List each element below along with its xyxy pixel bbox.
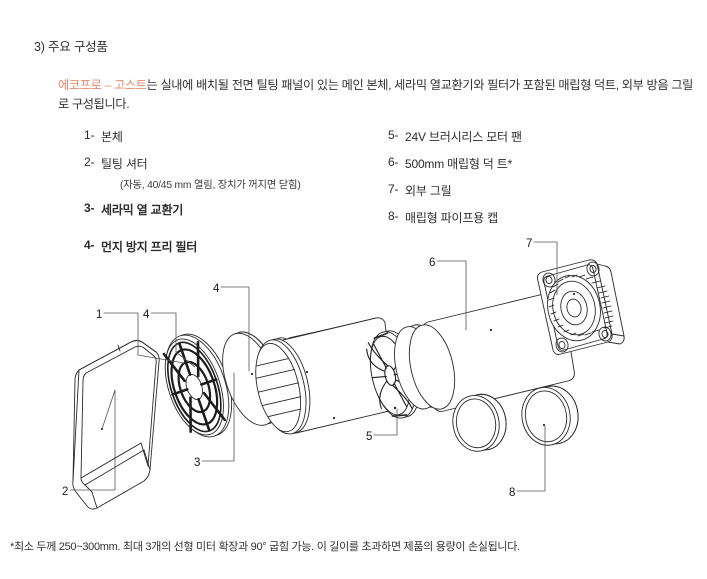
list-item: 1- 본체 xyxy=(84,128,374,145)
callout-2: 2 xyxy=(62,486,68,498)
part-label: 본체 xyxy=(101,130,123,144)
leader-6 xyxy=(436,260,467,331)
part-label: 틸팅 셔터 xyxy=(101,157,148,171)
callout-4-rear: 4 xyxy=(213,283,220,295)
callout-3: 3 xyxy=(194,457,200,469)
pipe-cap xyxy=(452,385,579,452)
external-grille xyxy=(537,259,625,355)
part-label: 외부 그릴 xyxy=(405,184,452,198)
part-number: 6- xyxy=(388,155,399,169)
front-grille xyxy=(162,333,233,438)
list-item: 2- 틸팅 셔터 xyxy=(84,155,374,172)
brand-name: 에코프로 – 고스트 xyxy=(58,78,147,93)
part-number: 8- xyxy=(388,209,399,223)
page-title: 3) 주요 구성품 xyxy=(34,40,108,54)
part-label: 세라믹 열 교환기 xyxy=(101,203,184,217)
callout-1: 1 xyxy=(96,309,102,321)
leader-3 xyxy=(201,372,235,462)
part-number: 4- xyxy=(84,238,95,252)
part-sub-note: (자동, 40/45 mm 열림, 장치가 꺼지면 닫힘) xyxy=(120,180,301,191)
intro-paragraph: 에코프로 – 고스트는 실내에 배치될 전면 틸팅 패널이 있는 메인 본체, … xyxy=(58,76,703,114)
part-label: 매립형 파이프용 캡 xyxy=(405,211,498,225)
list-item: 8- 매립형 파이프용 캡 xyxy=(388,209,678,226)
leader-5 xyxy=(373,408,398,436)
list-item: 4- 먼지 방지 프리 필터 xyxy=(84,238,374,255)
leader-8 xyxy=(516,425,546,492)
callout-leader-lines xyxy=(69,241,558,492)
list-item: 7- 외부 그릴 xyxy=(388,182,678,199)
callout-7: 7 xyxy=(526,238,532,250)
part-number: 2- xyxy=(84,155,95,169)
part-label: 24V 브러시리스 모터 팬 xyxy=(405,130,522,144)
part-number: 7- xyxy=(388,182,399,196)
list-item: 3- 세라믹 열 교환기 xyxy=(84,201,374,218)
part-label: 먼지 방지 프리 필터 xyxy=(101,240,198,254)
leader-2 xyxy=(69,389,116,491)
list-spacer xyxy=(84,191,374,201)
list-item: 5- 24V 브러시리스 모터 팬 xyxy=(388,128,678,145)
leader-1 xyxy=(103,312,185,364)
callout-6: 6 xyxy=(429,257,435,269)
parts-list-right: 5- 24V 브러시리스 모터 팬 6- 500mm 매립형 덕 트* 7- 외… xyxy=(388,128,678,236)
part-number: 3- xyxy=(84,201,95,215)
part-number: 1- xyxy=(84,128,95,142)
ceramic-heat-exchanger-duct xyxy=(255,317,395,435)
callout-8: 8 xyxy=(509,487,515,499)
callout-5: 5 xyxy=(366,431,372,443)
part-number: 5- xyxy=(388,128,399,142)
callout-4-front: 4 xyxy=(143,309,150,321)
leader-4b xyxy=(220,286,250,372)
leader-7 xyxy=(533,241,558,296)
part-label: 500mm 매립형 덕 트* xyxy=(405,157,513,171)
ceramic-honeycomb-ring xyxy=(255,338,311,435)
list-item: 6- 500mm 매립형 덕 트* xyxy=(388,155,678,172)
leader-4a xyxy=(150,312,196,368)
exploded-diagram: 1 2 3 4 4 5 6 7 8 xyxy=(62,238,625,510)
footnote: *최소 두께 250~300mm. 최대 3개의 선형 미터 확장과 90° 굽… xyxy=(10,541,520,553)
embedded-duct xyxy=(394,291,575,412)
intro-text: 는 실내에 배치될 전면 틸팅 패널이 있는 메인 본체, 세라믹 열교환기와 … xyxy=(58,78,694,112)
parts-list-left: 1- 본체 2- 틸팅 셔터 (자동, 40/45 mm 열림, 장치가 꺼지면… xyxy=(84,128,374,265)
main-body-panel xyxy=(72,340,160,510)
